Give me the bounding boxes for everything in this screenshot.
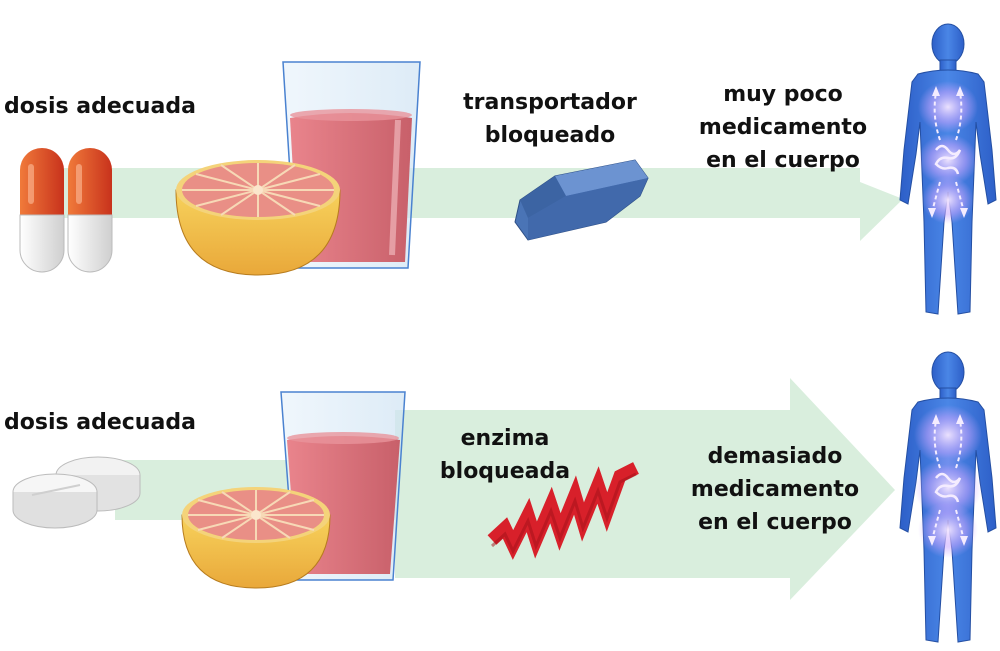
top-result-line1: muy poco: [723, 82, 843, 107]
top-result-line3: en el cuerpo: [706, 148, 860, 173]
human-body-icon: [899, 23, 997, 315]
top-result-label: muy poco medicamento en el cuerpo: [683, 78, 883, 177]
top-result-line2: medicamento: [698, 115, 868, 140]
enzyme-label: enzima bloqueada: [420, 422, 590, 488]
transporter-label-line2: bloqueado: [484, 123, 616, 148]
transporter-label: transportador bloqueado: [450, 86, 650, 152]
capsule-icon: [19, 148, 113, 273]
transporter-icon: [514, 159, 649, 241]
bottom-result-line3: en el cuerpo: [698, 510, 852, 535]
bottom-arrow: [115, 378, 895, 600]
bottom-result-line1: demasiado: [707, 444, 843, 469]
grapefruit-icon: [181, 487, 331, 589]
enzyme-label-line2: bloqueada: [439, 459, 571, 484]
bottom-dose-label: dosis adecuada: [4, 410, 196, 435]
human-body-icon: [899, 351, 997, 643]
top-dose-label: dosis adecuada: [4, 94, 196, 119]
bottom-result-line2: medicamento: [690, 477, 860, 502]
bottom-result-label: demasiado medicamento en el cuerpo: [675, 440, 875, 539]
grapefruit-icon: [175, 160, 341, 276]
enzyme-icon: [487, 462, 639, 560]
enzyme-label-line1: enzima: [460, 426, 550, 451]
transporter-label-line1: transportador: [463, 90, 637, 115]
tablet-icon: [12, 456, 141, 529]
